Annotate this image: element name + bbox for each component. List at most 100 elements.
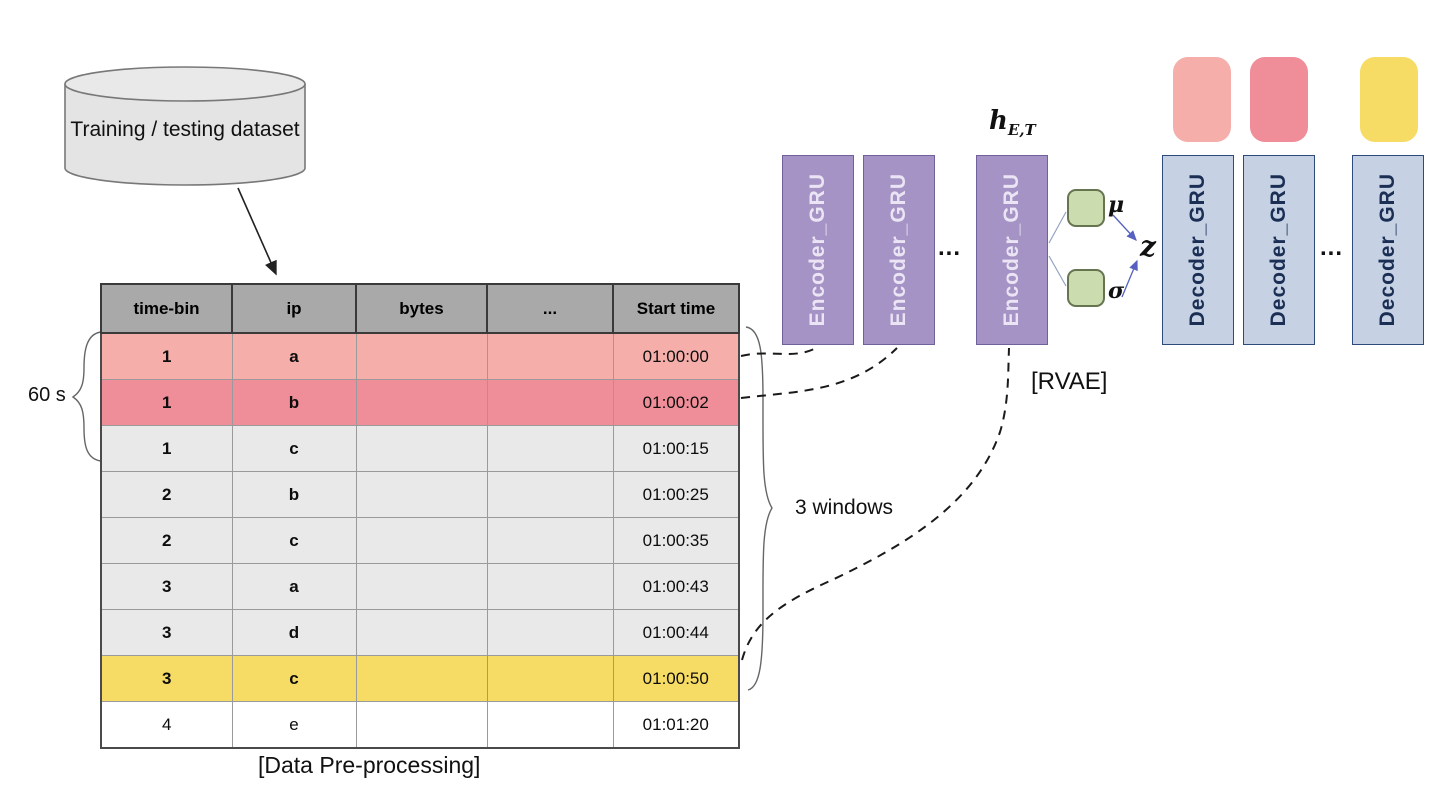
encoder-to-sigma-line	[1048, 255, 1067, 287]
table-cell: 1	[100, 332, 233, 380]
table-cell: e	[231, 701, 357, 749]
table-cell	[486, 517, 614, 564]
table-cell	[486, 425, 614, 472]
decoder-gru-3: Decoder_GRU	[1352, 155, 1424, 345]
table-cell: 01:00:43	[612, 563, 740, 610]
brace-3-windows	[745, 326, 773, 691]
decoder-gru-1: Decoder_GRU	[1162, 155, 1234, 345]
table-cell	[355, 425, 488, 472]
encoder-gru-3-label: Encoder_GRU	[1000, 173, 1023, 327]
column-header: ip	[231, 283, 357, 334]
table-cell	[486, 332, 614, 380]
table-cell	[486, 471, 614, 518]
table-cell: 01:00:35	[612, 517, 740, 564]
hidden-state-subscript: E,T	[1007, 121, 1036, 140]
table-cell: 01:00:44	[612, 609, 740, 656]
mu-label: μ	[1108, 192, 1125, 218]
table-cell: 01:00:00	[612, 332, 740, 380]
table-cell: 3	[100, 563, 233, 610]
encoder-gru-1: Encoder_GRU	[782, 155, 854, 345]
hidden-state-label: hE,T	[989, 106, 1036, 139]
decoder-gru-3-label: Decoder_GRU	[1376, 173, 1399, 327]
table-cell: 01:00:02	[612, 379, 740, 426]
windows-count-label: 3 windows	[795, 496, 894, 519]
encoder-gru-2: Encoder_GRU	[863, 155, 935, 345]
decoder-gru-2-label: Decoder_GRU	[1267, 173, 1290, 327]
output-chip-pink-dark	[1250, 57, 1308, 142]
table-cell	[355, 655, 488, 702]
table-cell: 01:00:25	[612, 471, 740, 518]
decoder-ellipsis: ...	[1320, 234, 1344, 261]
z-label: z	[1140, 230, 1156, 263]
table-cell: b	[231, 379, 357, 426]
table-cell: a	[231, 332, 357, 380]
table-cell	[355, 563, 488, 610]
table-cell: 3	[100, 609, 233, 656]
encoder-gru-2-label: Encoder_GRU	[887, 173, 910, 327]
column-header: Start time	[612, 283, 740, 334]
table-cell	[355, 471, 488, 518]
table-cell	[355, 379, 488, 426]
table-cell	[355, 701, 488, 749]
flow-row2-encoder2	[740, 347, 898, 399]
table-cell: 01:01:20	[612, 701, 740, 749]
preprocessing-stage-label: [Data Pre-processing]	[258, 752, 481, 778]
table-cell: 2	[100, 471, 233, 518]
encoder-ellipsis: ...	[938, 234, 962, 261]
rvae-stage-label: [RVAE]	[1031, 368, 1108, 395]
column-header: time-bin	[100, 283, 233, 334]
table-cell: 01:00:50	[612, 655, 740, 702]
hidden-state-base: h	[989, 106, 1008, 136]
table-cell	[486, 609, 614, 656]
decoder-gru-2: Decoder_GRU	[1243, 155, 1315, 345]
output-chip-yellow	[1360, 57, 1418, 142]
table-cell: 01:00:15	[612, 425, 740, 472]
encoder-gru-1-label: Encoder_GRU	[806, 173, 829, 327]
decoder-gru-1-label: Decoder_GRU	[1186, 173, 1209, 327]
table-cell: d	[231, 609, 357, 656]
bin-duration-label: 60 s	[28, 384, 66, 406]
table-cell	[486, 655, 614, 702]
table-cell: c	[231, 425, 357, 472]
flow-row1-encoder1	[740, 347, 817, 357]
table-cell: 2	[100, 517, 233, 564]
dataset-to-table-arrow	[237, 187, 277, 276]
table-cell	[486, 563, 614, 610]
sigma-box	[1067, 269, 1105, 307]
encoder-to-mu-line	[1048, 211, 1067, 244]
sigma-label: σ	[1108, 278, 1125, 304]
output-chip-pink-light	[1173, 57, 1231, 142]
table-cell: 4	[100, 701, 233, 749]
table-cell	[486, 379, 614, 426]
mu-to-z-arrow	[1112, 214, 1137, 241]
column-header: bytes	[355, 283, 488, 334]
table-cell	[355, 609, 488, 656]
mu-box	[1067, 189, 1105, 227]
table-cell: 3	[100, 655, 233, 702]
dataset-label: Training / testing dataset	[70, 117, 300, 141]
table-cell	[355, 517, 488, 564]
table-cell	[355, 332, 488, 380]
table-cell: 1	[100, 379, 233, 426]
table-cell: a	[231, 563, 357, 610]
table-cell	[486, 701, 614, 749]
encoder-gru-3: Encoder_GRU	[976, 155, 1048, 345]
column-header: ...	[486, 283, 614, 334]
sigma-to-z-arrow	[1121, 259, 1138, 298]
table-cell: c	[231, 517, 357, 564]
brace-60s	[71, 331, 102, 462]
table-cell: c	[231, 655, 357, 702]
table-cell: b	[231, 471, 357, 518]
